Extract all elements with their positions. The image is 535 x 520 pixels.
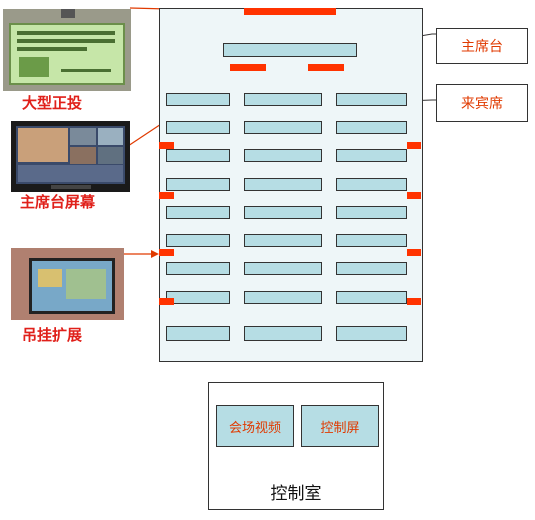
guest-desk bbox=[166, 121, 230, 134]
chairman-screen-left bbox=[230, 64, 266, 71]
hanging-screen-right-1 bbox=[407, 142, 421, 149]
hanging-screen-right-2 bbox=[407, 192, 421, 199]
guest-desk bbox=[244, 149, 322, 162]
guest-desk bbox=[244, 262, 322, 275]
guest-desk bbox=[244, 326, 322, 341]
guest-desk bbox=[166, 234, 230, 247]
guest-desk bbox=[166, 178, 230, 191]
hanging-screen-left-3 bbox=[159, 249, 174, 256]
guest-desk bbox=[166, 206, 230, 219]
guest-desk bbox=[166, 149, 230, 162]
hanging-arrow-head bbox=[151, 250, 159, 258]
guest-desk bbox=[336, 291, 407, 304]
guest-desk bbox=[336, 178, 407, 191]
hanging-extension-label: 吊挂扩展 bbox=[22, 326, 83, 344]
venue-video-box: 会场视频 bbox=[216, 405, 294, 447]
guest-desk bbox=[166, 291, 230, 304]
guest-desk bbox=[166, 93, 230, 106]
guest-desk bbox=[336, 149, 407, 162]
chairman-screen-label: 主席台屏幕 bbox=[20, 193, 96, 211]
large-projection-label: 大型正投 bbox=[22, 94, 83, 112]
control-room-title: 控制室 bbox=[270, 484, 322, 504]
chairman-screen-right bbox=[308, 64, 344, 71]
guest-desk bbox=[336, 262, 407, 275]
guest-desk bbox=[244, 291, 322, 304]
guest-desk bbox=[166, 262, 230, 275]
guest-seats-callout: 来宾席 bbox=[436, 84, 528, 122]
guest-desk bbox=[336, 206, 407, 219]
guest-desk bbox=[336, 234, 407, 247]
guest-desk bbox=[336, 93, 407, 106]
chairman-screen-photo bbox=[11, 121, 130, 192]
hanging-screen-left-2 bbox=[159, 192, 174, 199]
chairman-table-callout: 主席台 bbox=[436, 28, 528, 64]
hanging-screen-photo bbox=[11, 248, 124, 320]
guest-desk bbox=[166, 326, 230, 341]
guest-desk bbox=[244, 93, 322, 106]
guest-desk bbox=[244, 121, 322, 134]
guest-desk bbox=[336, 121, 407, 134]
chairman-table bbox=[223, 43, 357, 57]
hanging-screen-right-4 bbox=[407, 298, 421, 305]
guest-desk bbox=[244, 178, 322, 191]
projection-photo bbox=[3, 9, 131, 91]
hanging-screen-left-1 bbox=[159, 142, 174, 149]
main-projection-screen bbox=[244, 8, 336, 15]
guest-desk bbox=[244, 206, 322, 219]
hanging-screen-right-3 bbox=[407, 249, 421, 256]
control-room: 会场视频 控制屏 控制室 bbox=[208, 382, 384, 510]
guest-desk bbox=[336, 326, 407, 341]
hanging-screen-left-4 bbox=[159, 298, 174, 305]
guest-desk bbox=[244, 234, 322, 247]
control-screen-box: 控制屏 bbox=[301, 405, 379, 447]
